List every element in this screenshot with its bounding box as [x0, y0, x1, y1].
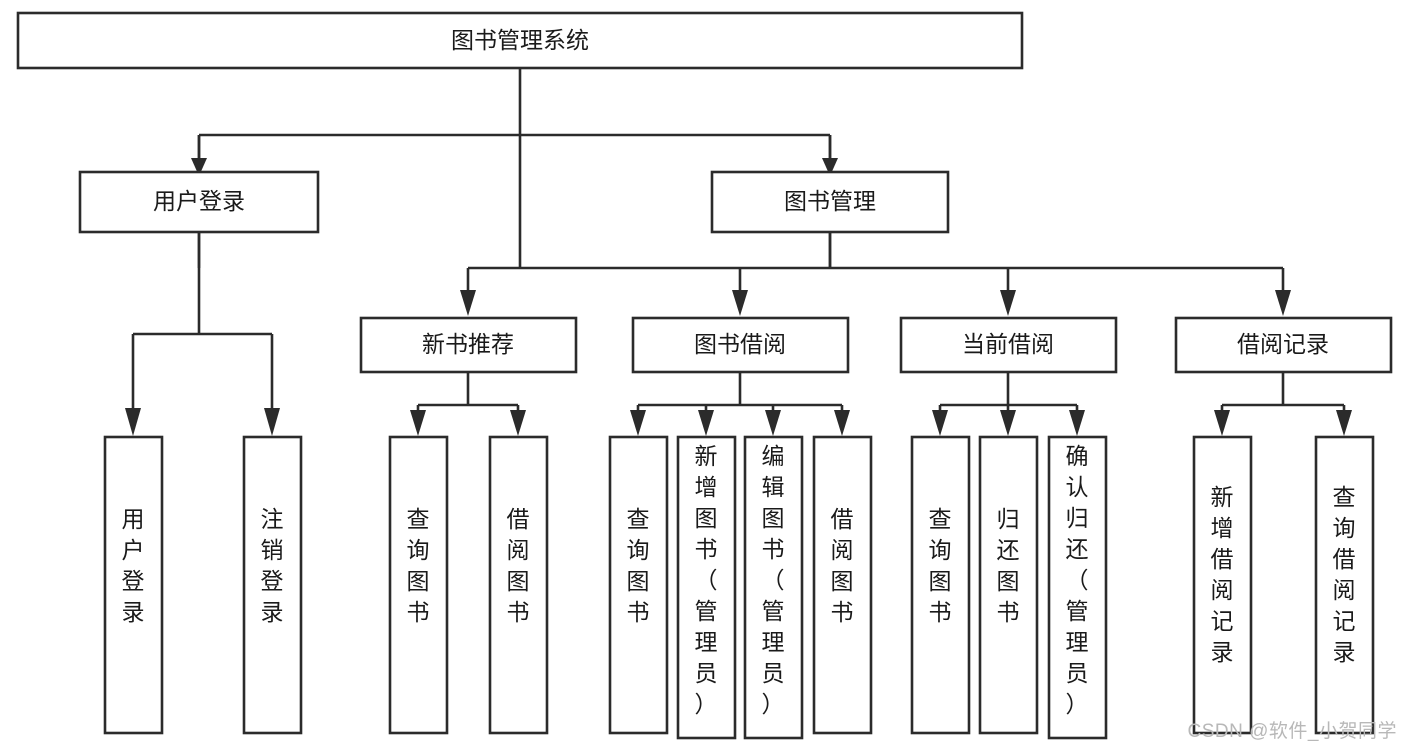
node-leaf-current-confirm-label: 确认归还（管理员）	[1066, 443, 1089, 717]
node-leaf-records-query[interactable]: 查询借阅记录	[1314, 435, 1375, 735]
arrowhead-newbook	[460, 290, 476, 316]
node-leaf-borrow-edit[interactable]: 编辑图书（管理员）	[743, 435, 804, 740]
node-leaf-newbook-query-label: 查询图书	[407, 506, 430, 625]
node-leaf-current-confirm-box[interactable]	[1047, 435, 1108, 740]
arrowhead-leaf-user-logout	[264, 408, 280, 436]
node-leaf-borrow-query[interactable]: 查询图书	[608, 435, 669, 735]
node-bookmgmt[interactable]: 图书管理	[710, 170, 950, 234]
arrowhead-leaf-current-confirm	[1069, 410, 1085, 436]
node-current-box[interactable]	[899, 316, 1118, 374]
node-leaf-newbook-query-box[interactable]	[388, 435, 449, 735]
arrowhead-leaf-user-login	[125, 408, 141, 436]
node-leaf-current-query-box[interactable]	[910, 435, 971, 735]
node-leaf-borrow-query-box[interactable]	[608, 435, 669, 735]
node-root-label: 图书管理系统	[451, 27, 589, 53]
node-current-label: 当前借阅	[962, 331, 1054, 357]
arrowhead-leaf-borrow-edit	[765, 410, 781, 436]
node-leaf-records-query-label: 查询借阅记录	[1333, 484, 1356, 665]
node-leaf-newbook-borrow-box[interactable]	[488, 435, 549, 735]
arrowhead-records	[1275, 290, 1291, 316]
node-leaf-user-logout[interactable]: 注销登录	[242, 435, 303, 735]
node-newbook[interactable]: 新书推荐	[359, 316, 578, 374]
arrowhead-leaf-records-query	[1336, 410, 1352, 436]
arrowhead-login	[191, 158, 207, 176]
arrowhead-leaf-borrow-query	[630, 410, 646, 436]
arrowhead-borrow	[732, 290, 748, 316]
node-leaf-newbook-query[interactable]: 查询图书	[388, 435, 449, 735]
node-leaf-user-login-label: 用户登录	[122, 506, 145, 625]
node-records-box[interactable]	[1174, 316, 1393, 374]
node-leaf-borrow-add-box[interactable]	[676, 435, 737, 740]
node-login-box[interactable]	[78, 170, 320, 234]
node-leaf-borrow-query-label: 查询图书	[627, 506, 650, 625]
node-borrow-box[interactable]	[631, 316, 850, 374]
node-bookmgmt-box[interactable]	[710, 170, 950, 234]
arrowhead-leaf-records-add	[1214, 410, 1230, 436]
csdn-watermark: CSDN @软件_小贺同学	[1187, 721, 1397, 742]
node-leaf-newbook-borrow[interactable]: 借阅图书	[488, 435, 549, 735]
node-leaf-user-login-box[interactable]	[103, 435, 164, 735]
node-borrow-label: 图书借阅	[694, 331, 786, 357]
node-leaf-current-query-label: 查询图书	[929, 506, 952, 625]
arrowhead-leaf-newbook-query	[410, 410, 426, 436]
node-leaf-borrow-add-label: 新增图书（管理员）	[695, 443, 718, 717]
node-leaf-records-query-box[interactable]	[1314, 435, 1375, 735]
node-leaf-records-add[interactable]: 新增借阅记录	[1192, 435, 1253, 735]
node-leaf-borrow-edit-box[interactable]	[743, 435, 804, 740]
node-leaf-records-add-label: 新增借阅记录	[1211, 484, 1234, 665]
node-leaf-user-login[interactable]: 用户登录	[103, 435, 164, 735]
node-leaf-borrow-lend-box[interactable]	[812, 435, 873, 735]
node-leaf-records-add-box[interactable]	[1192, 435, 1253, 735]
node-leaf-borrow-lend[interactable]: 借阅图书	[812, 435, 873, 735]
node-leaf-borrow-edit-label: 编辑图书（管理员）	[762, 443, 785, 717]
node-leaf-newbook-borrow-label: 借阅图书	[507, 506, 530, 625]
node-leaf-current-return[interactable]: 归还图书	[978, 435, 1039, 735]
arrowhead-bookmgmt	[822, 158, 838, 176]
node-login[interactable]: 用户登录	[78, 170, 320, 234]
arrowhead-leaf-borrow-lend	[834, 410, 850, 436]
node-leaf-user-logout-label: 注销登录	[261, 506, 284, 625]
node-leaf-current-confirm[interactable]: 确认归还（管理员）	[1047, 435, 1108, 740]
node-bookmgmt-label: 图书管理	[784, 188, 876, 214]
arrowhead-current	[1000, 290, 1016, 316]
node-records[interactable]: 借阅记录	[1174, 316, 1393, 374]
arrowhead-leaf-current-return	[1000, 410, 1016, 436]
node-root-box[interactable]	[16, 11, 1024, 70]
arrowhead-leaf-borrow-add	[698, 410, 714, 436]
node-records-label: 借阅记录	[1237, 331, 1329, 357]
node-leaf-borrow-lend-label: 借阅图书	[831, 506, 854, 625]
arrowhead-leaf-current-query	[932, 410, 948, 436]
node-leaf-current-return-label: 归还图书	[997, 506, 1020, 625]
node-newbook-box[interactable]	[359, 316, 578, 374]
node-login-label: 用户登录	[153, 188, 245, 214]
node-root[interactable]: 图书管理系统	[16, 11, 1024, 70]
node-newbook-label: 新书推荐	[422, 331, 514, 357]
node-leaf-current-query[interactable]: 查询图书	[910, 435, 971, 735]
node-borrow[interactable]: 图书借阅	[631, 316, 850, 374]
node-current[interactable]: 当前借阅	[899, 316, 1118, 374]
connector-layer	[125, 68, 1352, 436]
node-leaf-borrow-add[interactable]: 新增图书（管理员）	[676, 435, 737, 740]
node-leaf-current-return-box[interactable]	[978, 435, 1039, 735]
node-leaf-user-logout-box[interactable]	[242, 435, 303, 735]
arrowhead-leaf-newbook-borrow	[510, 410, 526, 436]
